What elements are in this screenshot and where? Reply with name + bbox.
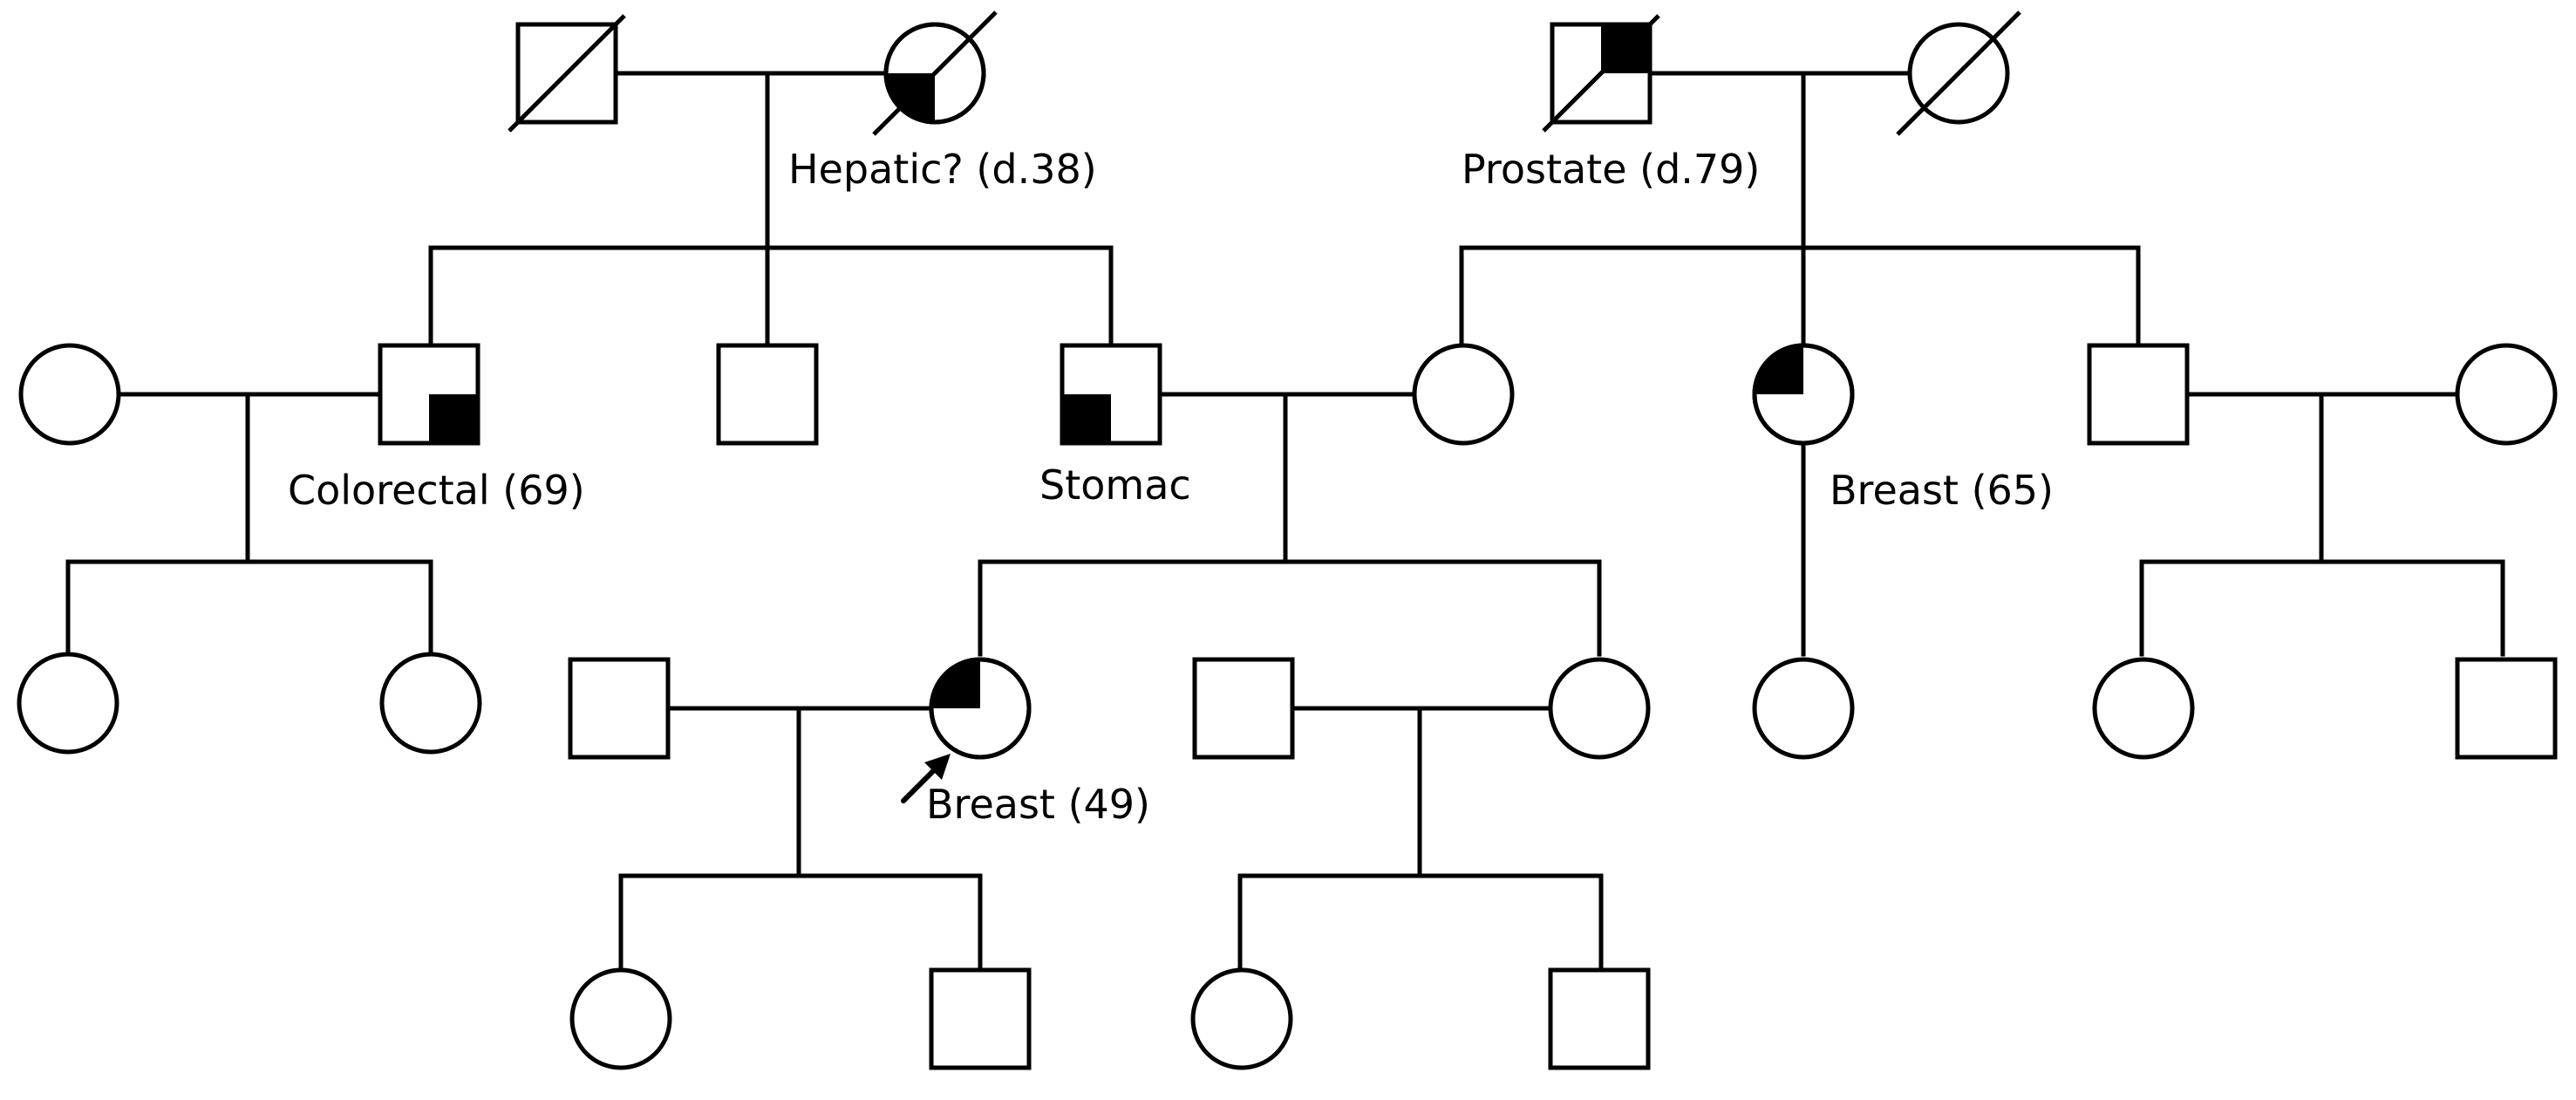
label-colorectal: Colorectal (69) bbox=[288, 467, 585, 514]
individual-I-1-male-deceased bbox=[508, 14, 626, 133]
generation-4 bbox=[569, 967, 1651, 1070]
label-prostate: Prostate (d.79) bbox=[1462, 146, 1760, 193]
individual-II-3-male bbox=[716, 343, 819, 446]
individual-II-6-female-affected bbox=[1752, 343, 1855, 446]
individual-IV-4-male bbox=[1548, 967, 1651, 1070]
individual-III-1-female bbox=[17, 652, 119, 755]
individual-III-2-female bbox=[379, 652, 482, 755]
generation-3 bbox=[17, 652, 2558, 760]
individual-III-9-male bbox=[2455, 657, 2558, 760]
individual-II-7-male bbox=[2087, 343, 2190, 446]
individual-III-3-male bbox=[568, 657, 671, 760]
individual-III-7-female bbox=[1752, 657, 1855, 760]
label-hepatic: Hepatic? (d.38) bbox=[788, 146, 1097, 193]
generation-2 bbox=[18, 343, 2558, 446]
individual-II-1-female bbox=[18, 343, 121, 446]
individual-II-5-female bbox=[1412, 343, 1515, 446]
individual-II-4-male-affected bbox=[1060, 343, 1162, 446]
proband-arrow-icon bbox=[901, 754, 951, 803]
individual-III-8-female bbox=[2092, 657, 2195, 760]
label-breast-65: Breast (65) bbox=[1830, 467, 2054, 514]
labels: Hepatic? (d.38) Prostate (d.79) Colorect… bbox=[288, 146, 2054, 828]
individual-III-6-female bbox=[1548, 657, 1651, 760]
label-stomac: Stomac bbox=[1039, 461, 1191, 509]
individual-IV-1-female bbox=[569, 967, 672, 1070]
individual-III-5-male bbox=[1192, 657, 1295, 760]
individual-IV-3-female bbox=[1190, 967, 1293, 1070]
label-breast-49: Breast (49) bbox=[926, 781, 1150, 828]
generation-1 bbox=[508, 10, 2021, 136]
individual-I-3-male-deceased-affected bbox=[1542, 14, 1660, 133]
individual-IV-2-male bbox=[929, 967, 1032, 1070]
individual-I-4-female-deceased bbox=[1896, 10, 2021, 136]
connector-lines bbox=[65, 71, 2505, 971]
individual-III-4-female-affected-proband bbox=[929, 657, 1032, 760]
individual-I-2-female-deceased-affected bbox=[872, 10, 998, 136]
individual-II-8-female bbox=[2455, 343, 2558, 446]
individual-II-2-male-affected bbox=[378, 343, 480, 446]
